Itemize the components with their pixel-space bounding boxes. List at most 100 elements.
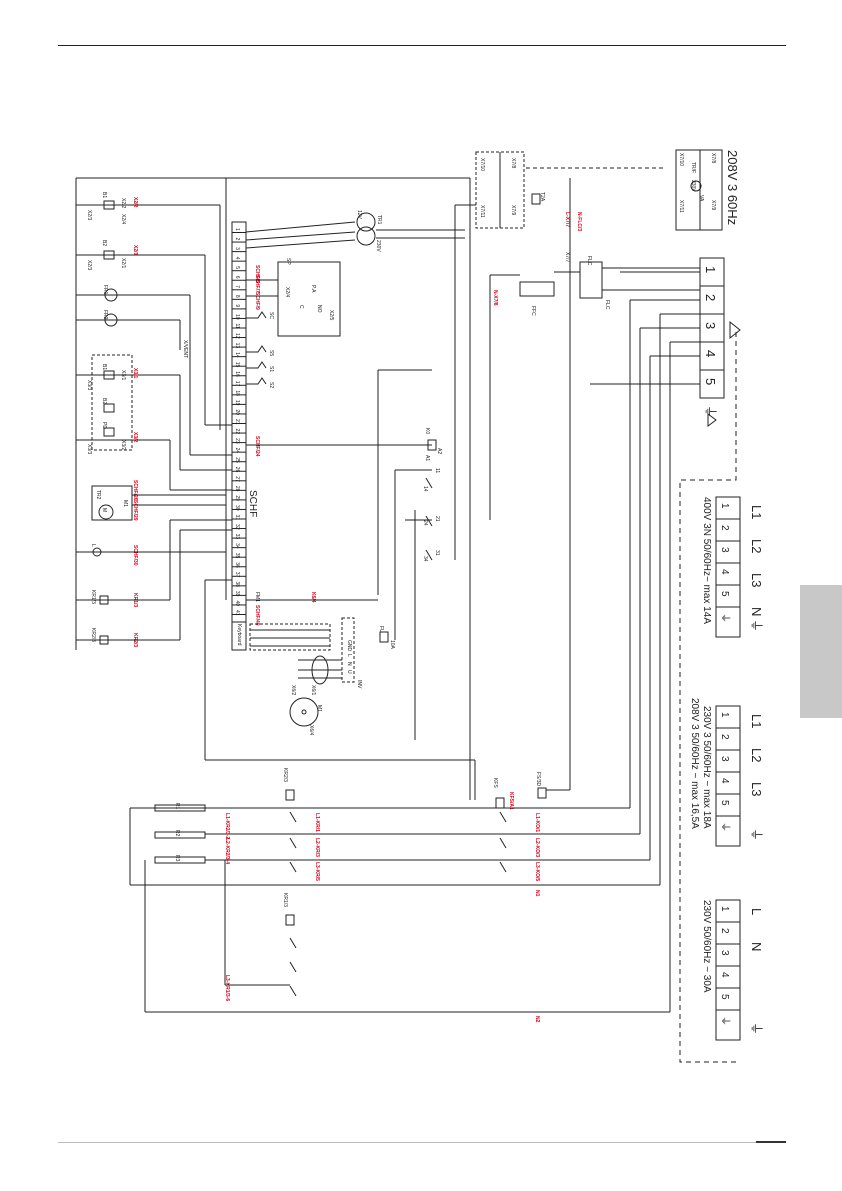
svg-text:A1: A1	[424, 455, 430, 461]
terminal-number: 28	[234, 486, 240, 492]
power-contactors: R1 R2 R3 L1-KR2/3-2 L2-KR2/3-4 L3-KR1/3-…	[129, 768, 670, 1023]
supply-terminal-number: 4	[719, 778, 730, 784]
terminal-number: 13	[234, 343, 240, 349]
svg-text:X2/3: X2/3	[86, 260, 92, 271]
terminal-number: 21	[234, 419, 240, 425]
terminal-number: 32	[234, 524, 240, 530]
supply-terminal-frame	[715, 496, 741, 638]
svg-text:KR1/3: KR1/3	[90, 590, 96, 604]
svg-text:11: 11	[434, 468, 440, 473]
supply-terminal-frame	[715, 899, 741, 1041]
svg-text:KR2/3: KR2/3	[282, 768, 288, 782]
terminal-number: 3	[234, 247, 240, 250]
svg-text:SC: SC	[268, 312, 274, 319]
svg-text:S1: S1	[268, 366, 274, 372]
relay-kr1: KR1/3 KR1/3	[76, 590, 170, 607]
svg-text:C: C	[298, 305, 304, 309]
terminal-number: 30	[234, 505, 240, 511]
svg-text:L3-KR/5: L3-KR/5	[314, 862, 320, 881]
svg-text:X7/8: X7/8	[510, 158, 516, 169]
svg-text:GND: GND	[346, 640, 352, 652]
svg-text:X2/1: X2/1	[132, 245, 138, 256]
supply-terminal-number: 5	[719, 994, 730, 1000]
terminal-number: 22	[234, 429, 240, 435]
terminal-number: 38	[234, 581, 240, 587]
terminal-number: 31	[234, 515, 240, 521]
fan-motor: M M1 TR2 SCHF/26 SCHF/29	[91, 480, 226, 521]
terminal-number: 8	[234, 295, 240, 298]
svg-text:R1: R1	[174, 803, 180, 810]
terminal-number: 16	[234, 371, 240, 377]
svg-text:SP: SP	[285, 258, 291, 265]
terminal-number: 26	[234, 467, 240, 473]
earth-icon: ⏚	[749, 619, 764, 632]
svg-text:S5: S5	[268, 350, 274, 356]
svg-text:X3/1: X3/1	[120, 370, 126, 381]
svg-text:M1: M1	[122, 500, 128, 507]
svg-text:S2: S2	[268, 382, 274, 388]
svg-text:N1: N1	[534, 890, 540, 897]
svg-text:FFC: FFC	[530, 306, 536, 316]
svg-text:2: 2	[703, 294, 718, 301]
svg-text:12V: 12V	[356, 210, 362, 220]
svg-text:L: L	[346, 654, 352, 657]
svg-text:SCHF/24: SCHF/24	[254, 436, 260, 457]
terminal-number: 7	[234, 285, 240, 288]
svg-text:N-FLC/3: N-FLC/3	[576, 212, 582, 231]
phase-label: L3	[749, 782, 764, 796]
terminal-number: 4	[234, 257, 240, 260]
supply-terminal-number: 3	[719, 756, 730, 762]
phase-label: N	[749, 942, 764, 951]
svg-text:SCHF/29: SCHF/29	[132, 500, 138, 521]
svg-text:X6/2: X6/2	[290, 685, 296, 696]
svg-text:SCHF/9: SCHF/9	[254, 292, 260, 310]
svg-text:X6/1: X6/1	[310, 685, 316, 696]
svg-text:34: 34	[422, 556, 428, 562]
terminal-number: 2	[234, 238, 240, 241]
svg-text:X7/9: X7/9	[710, 200, 716, 211]
transformer-tr1: TR1 12V 230V	[245, 210, 465, 252]
svg-text:A2: A2	[436, 448, 442, 454]
terminal-number: 39	[234, 591, 240, 597]
svg-text:X3/2: X3/2	[132, 432, 138, 443]
phase-label: L3	[749, 573, 764, 587]
svg-text:14: 14	[422, 486, 428, 492]
svg-text:B1: B1	[101, 364, 107, 370]
svg-text:X2/2: X2/2	[132, 197, 138, 208]
svg-text:X3/3: X3/3	[86, 444, 92, 455]
terminal-number: 24	[234, 448, 240, 454]
supply-terminal-number: 5	[719, 591, 730, 597]
switch-fm1: FM1 SCHF/40 K6/4	[246, 592, 378, 626]
ground-icon: ⏚	[719, 613, 731, 623]
svg-text:21: 21	[434, 516, 440, 522]
main-terminal-block: 1 2 3 4 5 ⏚	[590, 257, 741, 1012]
svg-text:FS/3D: FS/3D	[535, 772, 541, 787]
svg-text:SCHF/7: SCHF/7	[254, 275, 260, 293]
keyboard-cable	[249, 623, 331, 651]
supply-rating: 230V 3 50/60Hz ~ max 18A	[701, 706, 712, 829]
svg-text:N2: N2	[534, 1016, 540, 1023]
phase-label: L2	[749, 748, 764, 762]
svg-text:B1: B1	[101, 192, 107, 198]
connector-x7: X7/10 X7/8 X7/11 X7/9 T2A N-FLC/3 L-X7/7…	[454, 151, 664, 800]
svg-text:L3-KO/5: L3-KO/5	[534, 862, 540, 881]
sensor-b1-mid: B1 X3/1 X3/3 X3/1 B2 PD X3/2 X3/3 X3/2	[76, 354, 180, 455]
terminal-number: 40	[234, 600, 240, 606]
svg-text:X2/4: X2/4	[284, 287, 290, 298]
svg-text:L: L	[90, 544, 96, 547]
lamp-l: L SCHF/30	[76, 544, 226, 566]
svg-text:X7/10: X7/10	[678, 153, 684, 166]
block-wiring	[169, 205, 476, 800]
svg-text:VA: VA	[698, 195, 704, 202]
svg-text:X2/4: X2/4	[120, 214, 126, 225]
supply-terminal-number: 4	[719, 972, 730, 978]
terminal-number: 10	[234, 314, 240, 320]
svg-text:KR1/3: KR1/3	[282, 893, 288, 907]
svg-text:TR2: TR2	[95, 490, 101, 500]
supply-rating: 400V 3N 50/60Hz~ max 14A	[701, 497, 712, 624]
section-tab	[800, 585, 842, 718]
supply-terminal-number: 1	[719, 906, 730, 912]
supply-rating-alt: 208V 3 50/60Hz ~ max 16,5A	[689, 698, 700, 829]
svg-text:X/VENT: X/VENT	[182, 340, 188, 358]
